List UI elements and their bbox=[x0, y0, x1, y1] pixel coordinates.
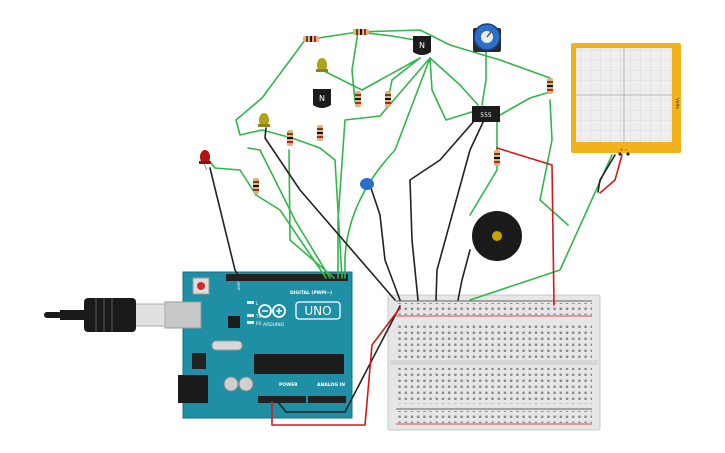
power-jack bbox=[178, 375, 208, 403]
meter-probe-label: + − bbox=[620, 147, 628, 152]
capacitor bbox=[223, 376, 239, 392]
npn-transistor[interactable]: N bbox=[313, 89, 331, 108]
resistor[interactable] bbox=[287, 130, 293, 146]
transistor-label: N bbox=[419, 41, 425, 50]
black-wires[interactable] bbox=[209, 117, 616, 413]
digital-label: DIGITAL (PWM~) bbox=[290, 290, 332, 296]
yellow-led[interactable] bbox=[258, 113, 270, 127]
led-tx-label: TX bbox=[255, 314, 261, 319]
usb-port bbox=[164, 301, 202, 329]
meter-probe-positive[interactable] bbox=[618, 152, 622, 156]
analog-header[interactable] bbox=[308, 396, 346, 403]
capacitor bbox=[238, 376, 254, 392]
ceramic-capacitor[interactable] bbox=[360, 178, 374, 190]
resistor[interactable] bbox=[385, 91, 391, 107]
npn-transistor[interactable]: N bbox=[413, 36, 431, 55]
regulator bbox=[192, 353, 206, 369]
transistor-label: N bbox=[319, 94, 325, 103]
piezo-buzzer[interactable] bbox=[472, 211, 522, 261]
red-wires[interactable] bbox=[271, 147, 623, 426]
aref-label: AREF bbox=[237, 281, 241, 290]
yellow-led[interactable] bbox=[316, 58, 328, 72]
resistor[interactable] bbox=[547, 78, 553, 94]
resistor[interactable] bbox=[317, 125, 323, 141]
red-led[interactable] bbox=[199, 150, 211, 171]
green-wires[interactable] bbox=[206, 29, 613, 301]
timer-label: 555 bbox=[480, 112, 492, 119]
meter-label: Volts bbox=[674, 98, 680, 109]
resistor[interactable] bbox=[253, 178, 259, 194]
power-header[interactable] bbox=[258, 396, 306, 403]
analog-label: ANALOG IN bbox=[317, 382, 345, 388]
led-l-label: L bbox=[256, 301, 259, 306]
meter-probe-negative[interactable] bbox=[626, 152, 630, 156]
resistor[interactable] bbox=[355, 91, 361, 107]
led-tx-indicator bbox=[247, 314, 254, 317]
potentiometer[interactable] bbox=[473, 23, 501, 52]
digital-header[interactable] bbox=[226, 274, 348, 281]
timer-555-chip[interactable]: 555 bbox=[472, 106, 500, 122]
arduino-uno-board[interactable]: L TX RX UNO ARDUINO DIGITAL (PWM~) POWER… bbox=[164, 271, 353, 419]
breadboard[interactable] bbox=[387, 294, 601, 431]
led-rx-label: RX bbox=[256, 321, 262, 326]
resistor[interactable] bbox=[303, 36, 319, 42]
usb-cable[interactable] bbox=[44, 298, 166, 332]
microcontroller-chip bbox=[254, 354, 344, 374]
power-label: POWER bbox=[279, 382, 298, 388]
led-rx-indicator bbox=[247, 321, 254, 324]
small-chip bbox=[228, 316, 240, 328]
board-brand: ARDUINO bbox=[263, 322, 285, 328]
board-name: UNO bbox=[304, 304, 331, 318]
led-l-indicator bbox=[247, 301, 254, 304]
voltmeter[interactable]: Volts + − bbox=[571, 43, 681, 156]
crystal bbox=[211, 340, 243, 351]
arduino-logo-icon bbox=[258, 304, 286, 318]
resistor[interactable] bbox=[353, 29, 369, 35]
resistor[interactable] bbox=[494, 150, 500, 166]
